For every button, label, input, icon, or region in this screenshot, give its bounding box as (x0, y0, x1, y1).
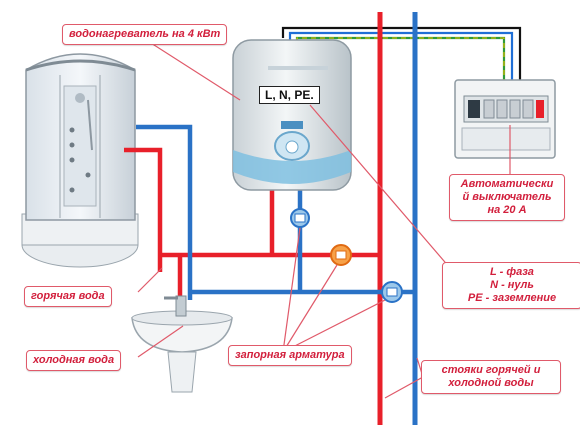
risers-line-1: стояки горячей и (441, 364, 541, 376)
wires-callout: L - фаза N - нуль PE - заземление (442, 262, 580, 309)
valves-callout: запорная арматура (228, 345, 352, 366)
cold-pipes (136, 124, 413, 300)
water-heater-icon (232, 39, 352, 191)
faucet-icon (164, 295, 187, 317)
cold-valve-icon (290, 208, 310, 228)
cold-valve-icon-2 (381, 281, 403, 303)
wire-l: L - фаза (490, 266, 534, 278)
heater-callout: водонагреватель на 4 кВт (62, 24, 228, 45)
hot-water-callout: горячая вода (24, 286, 112, 307)
breaker-line-2: й выключатель (462, 191, 552, 203)
heater-plate: L, N, PE. (259, 86, 320, 104)
electrical-panel-icon (454, 79, 556, 159)
leader-lines (137, 35, 511, 399)
breaker-line-3: на 20 А (487, 204, 527, 216)
wire-n: N - нуль (490, 279, 534, 291)
risers-line-2: холодной воды (448, 377, 534, 389)
hot-valve-icon (330, 244, 352, 266)
shower-cabin-icon (21, 53, 139, 268)
wire-pe: PE - заземление (467, 292, 557, 304)
cold-water-callout: холодная вода (26, 350, 122, 371)
breaker-line-1: Автоматически (460, 178, 554, 190)
risers-callout: стояки горячей и холодной воды (421, 360, 561, 394)
breaker-callout: Автоматически й выключатель на 20 А (449, 174, 565, 221)
